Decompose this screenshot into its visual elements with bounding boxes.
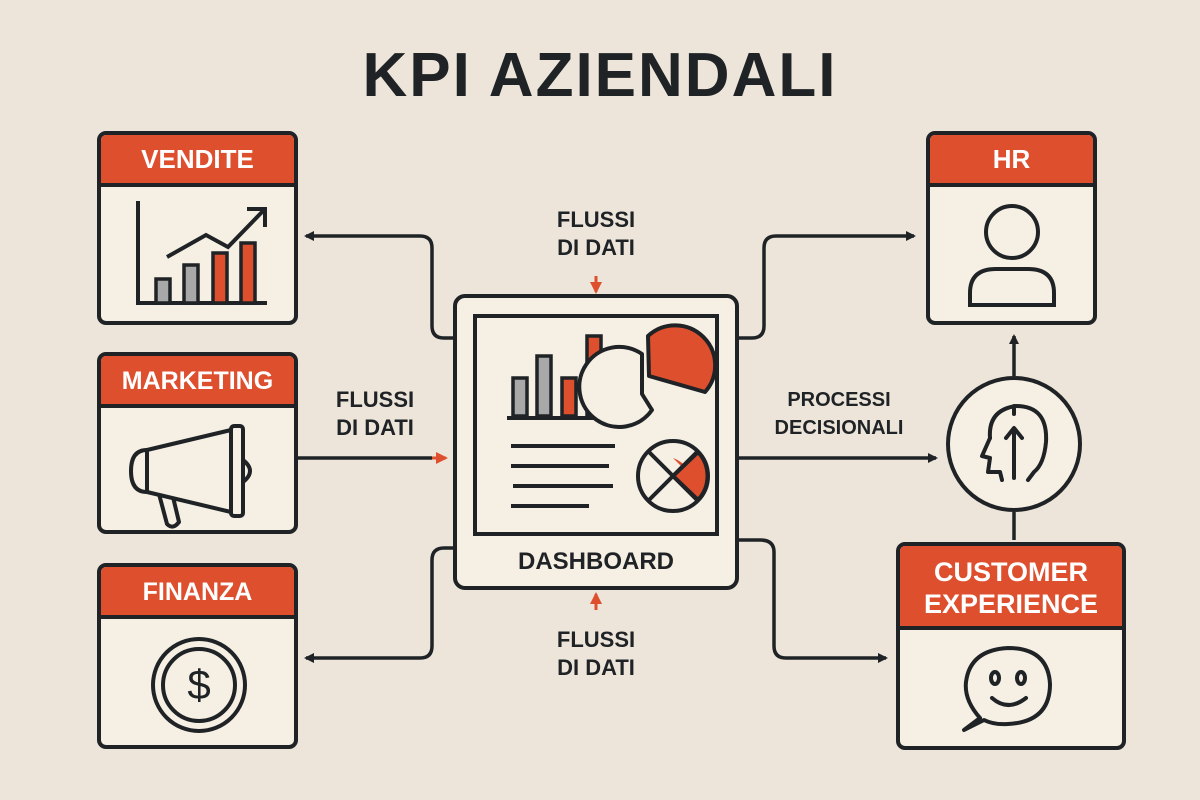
card-header: CUSTOMER EXPERIENCE [900, 546, 1122, 630]
card-header: MARKETING [101, 356, 294, 408]
card-header: HR [930, 135, 1093, 187]
dollar-coin-icon: $ [101, 619, 294, 745]
flow-label-top: FLUSSI DI DATI [556, 207, 636, 260]
svg-text:$: $ [187, 661, 210, 708]
page-title: KPI AZIENDALI [362, 41, 838, 110]
flow-label-bottom: FLUSSI DI DATI [556, 627, 636, 680]
head-arrow-icon [980, 404, 1049, 482]
card-customer-experience: CUSTOMER EXPERIENCE [896, 542, 1126, 750]
smiley-chat-icon [900, 630, 1122, 746]
megaphone-icon [101, 408, 294, 530]
flow-label-right: PROCESSI DECISIONALI [774, 389, 904, 439]
text-lines-icon [511, 444, 615, 508]
decision-node [946, 376, 1082, 512]
user-icon [930, 187, 1093, 321]
dashboard-label: DASHBOARD [518, 548, 674, 575]
card-header: FINANZA [101, 567, 294, 619]
flow-label-left: FLUSSI DI DATI [335, 387, 415, 440]
card-header: VENDITE [101, 135, 294, 187]
card-finanza: FINANZA $ [97, 563, 298, 749]
quadrant-chart-icon [636, 439, 710, 513]
card-vendite: VENDITE [97, 131, 298, 325]
dashboard-screen [473, 314, 719, 536]
bar-chart-trend-icon [101, 187, 294, 321]
pie-chart-icon [577, 323, 718, 429]
card-marketing: MARKETING [97, 352, 298, 534]
card-hr: HR [926, 131, 1097, 325]
dashboard-panel: DASHBOARD [453, 294, 739, 590]
